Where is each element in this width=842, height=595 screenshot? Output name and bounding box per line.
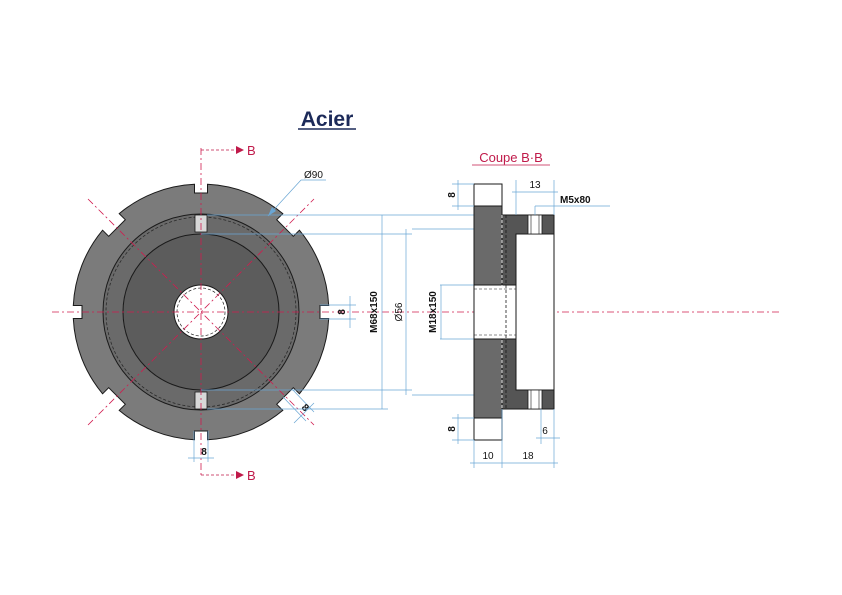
dim-internal-thread: M18x150	[428, 284, 475, 340]
dim-section-slot-bottom: 8	[447, 414, 474, 444]
label-section-slot-top: 8	[447, 192, 458, 198]
projection-lines	[201, 214, 500, 410]
dim-external-thread: M68x150	[369, 215, 383, 409]
section-title: Coupe B·B	[479, 150, 543, 165]
drawing-title: Acier	[301, 108, 354, 131]
section-view	[473, 183, 555, 441]
label-section-slot-bottom: 8	[447, 426, 458, 432]
dim-set-screw: M5x80	[534, 195, 610, 215]
section-bore	[515, 233, 555, 391]
label-flange-thickness: 10	[482, 451, 494, 462]
centerline-diag-1	[87, 198, 315, 426]
label-slot-bottom: 8	[201, 447, 207, 458]
dim-slot-right: 8	[320, 296, 356, 328]
dim-slot-bottom: 8	[188, 431, 214, 462]
flange-slot-top	[473, 183, 503, 207]
label-hub-width: 18	[522, 451, 534, 462]
front-view	[52, 148, 782, 478]
label-external-thread: M68x150	[369, 291, 380, 333]
section-arrow-bottom: B	[201, 468, 256, 483]
label-bore: Ø56	[394, 302, 405, 321]
section-label-bottom: B	[247, 468, 256, 483]
section-arrow-top: B	[201, 143, 256, 158]
label-internal-thread: M18x150	[428, 291, 439, 333]
dim-screw-depth: 6	[536, 409, 560, 444]
section-label-top: B	[247, 143, 256, 158]
dim-outer-diameter: Ø90	[267, 170, 326, 217]
label-hub-length: 13	[529, 180, 541, 191]
label-screw-depth: 6	[542, 426, 548, 437]
set-screw-bottom	[527, 389, 543, 410]
dim-slot-diagonal: 8	[282, 388, 315, 424]
section-center-hole	[473, 284, 517, 340]
flange-slot-bottom	[473, 417, 503, 441]
set-screw-top	[527, 214, 543, 235]
dim-flange-hub: 10 18	[470, 409, 558, 468]
centerline-diag-2	[87, 198, 315, 426]
label-slot-diagonal: 8	[299, 402, 311, 414]
dim-section-slot-top: 8	[447, 180, 474, 210]
dim-hub-length: 13	[512, 180, 558, 215]
section-title-group: Coupe B·B	[472, 150, 550, 166]
dim-bore: Ø56	[394, 229, 407, 395]
label-outer-diameter: Ø90	[304, 170, 323, 181]
label-slot-right: 8	[337, 309, 348, 315]
label-set-screw: M5x80	[560, 195, 591, 206]
